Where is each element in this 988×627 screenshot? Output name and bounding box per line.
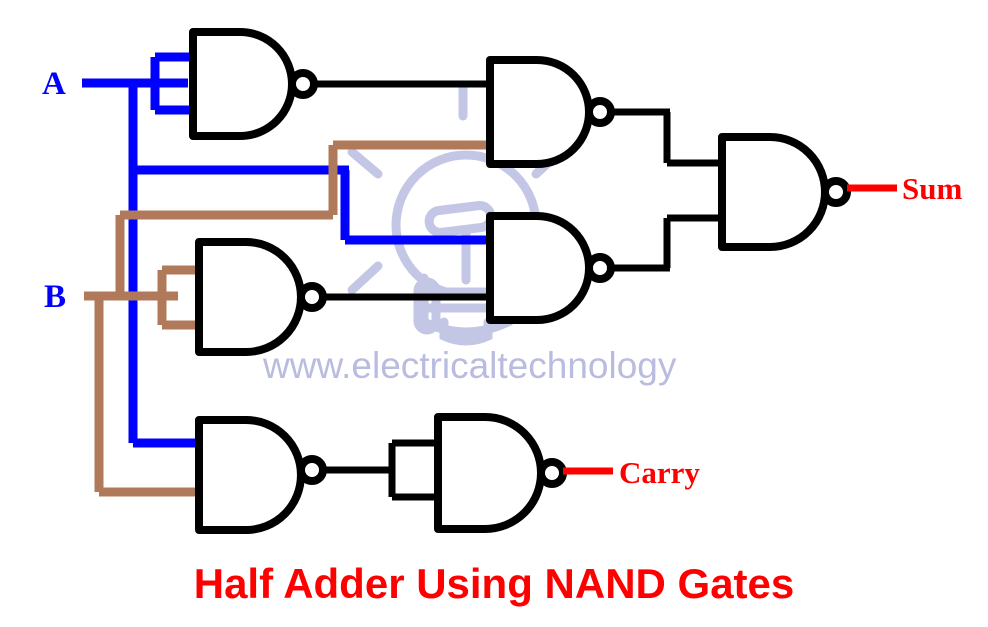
net-g6-out-to-g7 [323, 439, 438, 501]
output-carry-label: Carry [619, 455, 700, 490]
watermark-text: www.electricaltechnology [262, 345, 677, 386]
gate-5-nand-sum[interactable] [718, 133, 851, 251]
gate-2-nand[interactable] [486, 56, 615, 168]
net-input-b [84, 140, 490, 497]
gate-1-nand[interactable] [189, 28, 318, 140]
diagram-title: Half Adder Using NAND Gates [194, 560, 795, 607]
output-sum-label: Sum [902, 171, 962, 206]
input-a-label: A [42, 66, 66, 102]
gate-3-nand[interactable] [486, 212, 615, 324]
input-b-label: B [44, 279, 66, 315]
net-input-a [82, 52, 490, 448]
net-to-sum-gate [611, 108, 722, 272]
gate-4-nand[interactable] [195, 238, 327, 356]
